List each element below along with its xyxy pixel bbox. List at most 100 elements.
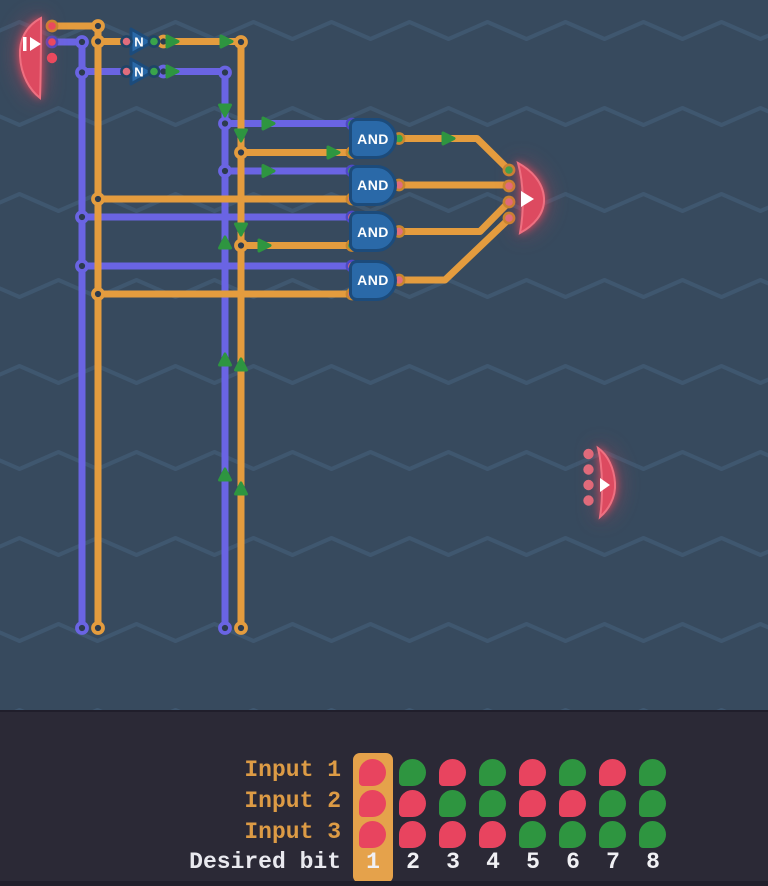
signal-on-leaf — [478, 758, 506, 786]
wire-junction[interactable] — [218, 164, 232, 178]
circuit-canvas[interactable]: AND AND AND AND N N — [0, 0, 768, 712]
signal-on-mark — [261, 116, 276, 131]
test-case-number[interactable]: 3 — [446, 849, 460, 875]
signal-on-mark — [261, 164, 276, 178]
and-gate-3[interactable]: AND — [349, 211, 397, 252]
pin-off[interactable] — [583, 479, 594, 491]
pin-off[interactable] — [505, 198, 513, 206]
play-icon — [30, 37, 41, 51]
test-case-number[interactable]: 1 — [366, 849, 380, 875]
desired-bit-label: Desired bit — [189, 849, 341, 875]
signal-on-mark — [234, 357, 248, 372]
signal-on-mark — [257, 238, 272, 253]
pin-off[interactable] — [395, 181, 403, 189]
pin-raw[interactable] — [46, 52, 58, 64]
signal-off-leaf — [438, 758, 466, 786]
pin-off[interactable] — [583, 495, 594, 506]
wire-junction[interactable] — [234, 621, 248, 635]
pin-off[interactable] — [505, 182, 513, 190]
signal-on-mark — [165, 64, 180, 79]
table-row-label: Input 1 — [244, 757, 341, 783]
and-gate-1[interactable]: AND — [349, 118, 397, 159]
signal-on-leaf — [558, 758, 586, 786]
wire-not2-out-vertical[interactable] — [150, 68, 229, 632]
panel-bottom-edge — [0, 881, 768, 886]
pin-on[interactable] — [395, 134, 403, 143]
test-case-number[interactable]: 4 — [486, 849, 500, 875]
signal-on-leaf — [638, 758, 666, 786]
wire-junction[interactable] — [91, 34, 105, 49]
wire-junction[interactable] — [234, 238, 248, 253]
wire-junction[interactable] — [75, 35, 89, 49]
wire-and1-out[interactable] — [395, 135, 513, 174]
not-gate-label: N — [134, 64, 144, 79]
pin-off[interactable] — [395, 227, 403, 236]
signal-on-mark — [234, 222, 248, 237]
signal-on-mark — [218, 352, 232, 367]
table-row-label: Input 2 — [244, 788, 341, 814]
wire-junction[interactable] — [75, 259, 89, 273]
signal-on-leaf — [478, 789, 506, 817]
signal-off-leaf — [478, 820, 506, 848]
signal-off-leaf — [358, 758, 386, 786]
test-case-number[interactable]: 6 — [566, 849, 580, 875]
wire-junction[interactable] — [91, 287, 105, 301]
wire-and3-out[interactable] — [395, 198, 513, 235]
wire-junction[interactable] — [234, 145, 248, 160]
signal-off-leaf — [358, 820, 386, 848]
wire-junction[interactable] — [91, 192, 105, 206]
test-case-number[interactable]: 2 — [406, 849, 420, 875]
wire-junction[interactable] — [218, 65, 232, 80]
signal-on-leaf — [598, 820, 626, 848]
signal-on-mark — [326, 145, 341, 160]
wire-junction[interactable] — [91, 19, 105, 33]
and-gate-2[interactable]: AND — [349, 164, 397, 206]
wire-input2-vertical[interactable] — [48, 38, 86, 632]
pin-off[interactable] — [583, 464, 594, 475]
signal-off-leaf — [398, 789, 426, 817]
signal-off-leaf — [558, 789, 586, 817]
input-component[interactable] — [18, 16, 43, 101]
signal-on-mark — [219, 34, 234, 49]
wire-junction[interactable] — [75, 65, 89, 80]
play-icon — [521, 191, 534, 207]
wire-junction[interactable] — [91, 621, 105, 635]
play-icon — [23, 37, 27, 51]
wire-and4-out[interactable] — [395, 214, 514, 284]
signal-off-leaf — [438, 820, 466, 848]
pin-off[interactable] — [505, 214, 513, 222]
test-case-number[interactable]: 8 — [646, 849, 660, 875]
test-case-number[interactable]: 7 — [606, 849, 620, 875]
pin-on[interactable] — [505, 166, 513, 174]
signal-off-leaf — [398, 820, 426, 848]
signal-on-leaf — [518, 820, 546, 848]
wire-junction[interactable] — [218, 621, 232, 635]
wire-junction[interactable] — [75, 621, 89, 635]
signal-off-leaf — [358, 789, 386, 817]
pin-on[interactable] — [150, 37, 158, 46]
and-gate-4[interactable]: AND — [349, 259, 397, 301]
signal-on-leaf — [438, 789, 466, 817]
wire-junction[interactable] — [75, 210, 89, 224]
signal-on-leaf — [598, 789, 626, 817]
output-component[interactable] — [516, 160, 546, 235]
pin-raw[interactable] — [48, 38, 56, 46]
signal-on-mark — [218, 103, 232, 118]
pin-off[interactable] — [395, 276, 403, 284]
pin-off[interactable] — [122, 67, 131, 76]
play-icon — [600, 478, 610, 492]
table-row-label: Input 3 — [244, 819, 341, 845]
output-component-secondary[interactable] — [596, 445, 617, 520]
wire-junction[interactable] — [234, 35, 248, 49]
test-case-number[interactable]: 5 — [526, 849, 540, 875]
pin-on[interactable] — [150, 67, 158, 76]
pin-raw[interactable] — [48, 22, 56, 30]
and-gate-label: AND — [357, 177, 389, 193]
and-gate-label: AND — [357, 223, 389, 240]
pin-off[interactable] — [583, 448, 594, 460]
wire-input1-vertical[interactable] — [48, 22, 102, 632]
wire-junction[interactable] — [218, 116, 232, 131]
pin-off[interactable] — [122, 37, 131, 46]
signal-on-mark — [218, 235, 232, 250]
